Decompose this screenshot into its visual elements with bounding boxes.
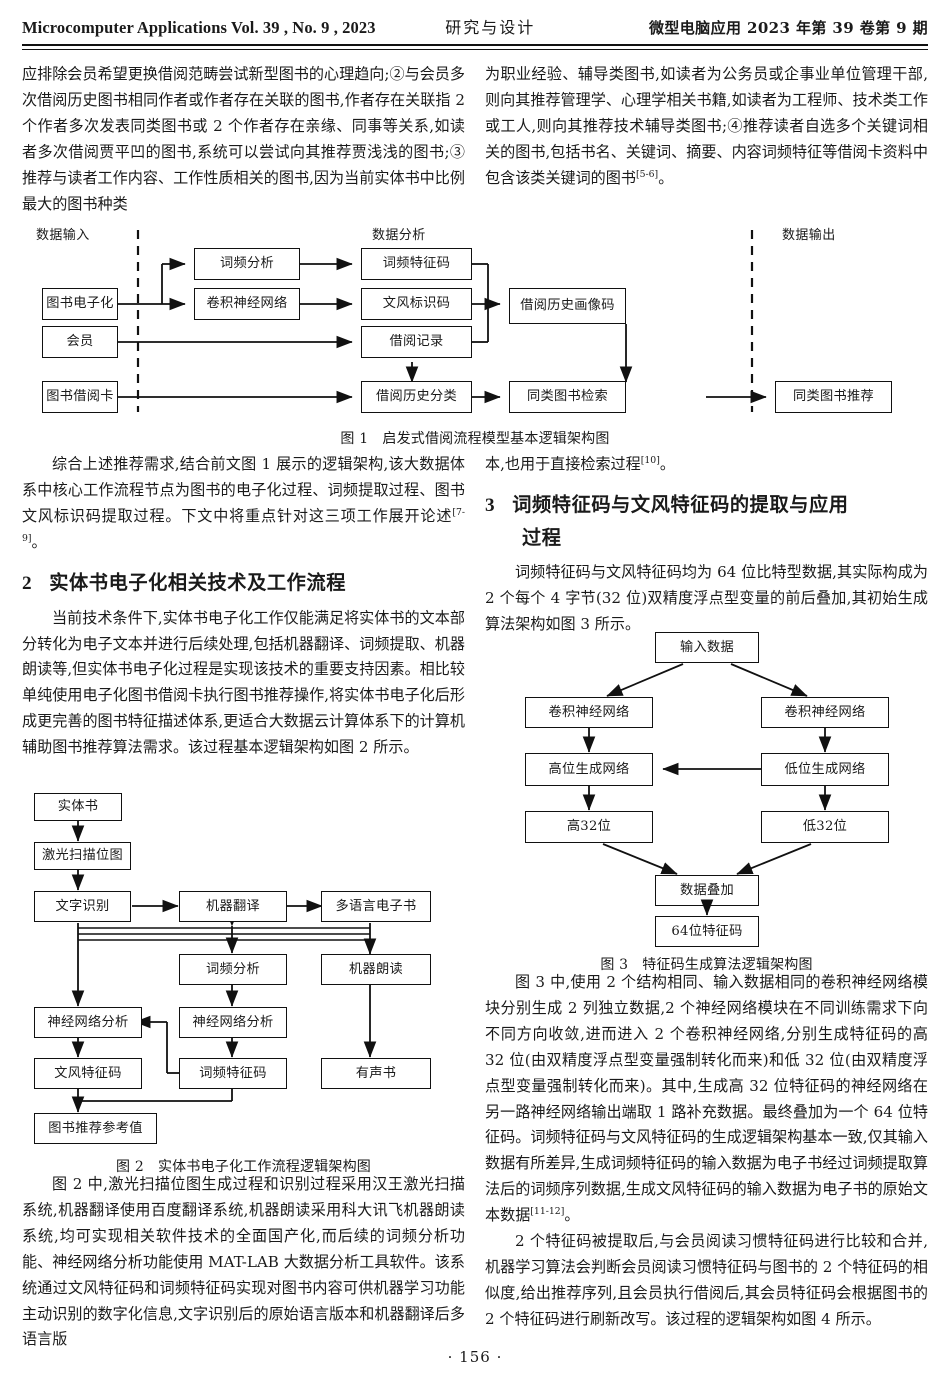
fig1-caption-text: 启发式借阅流程模型基本逻辑架构图	[382, 431, 610, 447]
figure-3: 输入数据 卷积神经网络 卷积神经网络 高位生成网络 低位生成网络 高32位 低3…	[485, 632, 928, 906]
section-name-cn: 研究与设计	[445, 18, 536, 37]
fig2-caption-text: 实体书电子化工作流程逻辑架构图	[157, 1159, 371, 1175]
left-column-top: 应排除会员希望更换借阅范畴尝试新型图书的心理趋向;②与会员多次借阅历史图书相同作…	[22, 62, 465, 217]
fig2-node-physical-book: 实体书	[34, 793, 122, 821]
fig1-node-word-freq-analysis: 词频分析	[194, 248, 300, 280]
section-2-number: 2	[22, 572, 33, 594]
fig2-node-multilang-ebook: 多语言电子书	[321, 891, 431, 922]
section-3-title-line1: 词频特征码与文风特征码的提取与应用	[512, 492, 849, 516]
para-text: 综合上述推荐需求,结合前文图 1 展示的逻辑架构,该大数据体系中核心工作流程节点…	[22, 455, 465, 525]
fig3-node-cnn-low: 卷积神经网络	[761, 697, 889, 728]
figure-3-caption-wrap: 图 3 特征码生成算法逻辑架构图	[485, 950, 928, 974]
journal-title-en: Microcomputer Applications Vol. 39 , No.…	[22, 18, 376, 37]
fig1-node-similar-search: 同类图书检索	[509, 381, 626, 413]
fig1-node-word-freq-code: 词频特征码	[361, 248, 472, 280]
fig3-node-data-stack: 数据叠加	[655, 875, 759, 906]
para-text: 为职业经验、辅导类图书,如读者为公务员或企事业单位管理干部,则向其推荐管理学、心…	[485, 65, 928, 187]
fig2-node-audiobook: 有声书	[321, 1058, 431, 1089]
right-column-top: 为职业经验、辅导类图书,如读者为公务员或企事业单位管理干部,则向其推荐管理学、心…	[485, 62, 928, 192]
fig1-node-library-card: 图书借阅卡	[42, 381, 118, 413]
figure-1: 数据输入 数据分析 数据输出 图书电子化 会员 图书借阅卡 词频分析 卷积神经网…	[22, 222, 928, 417]
left-column-bottom: 图 2 中,激光扫描位图生成过程和识别过程采用汉王激光扫描系统,机器翻译使用百度…	[22, 1172, 465, 1353]
figure-1-caption: 图 1 启发式借阅流程模型基本逻辑架构图	[22, 428, 928, 448]
figure-3-caption: 图 3 特征码生成算法逻辑架构图	[485, 954, 928, 974]
figure-3-tail: 64位特征码	[485, 899, 928, 947]
para-tail: 。	[659, 455, 675, 473]
fig1-node-member: 会员	[42, 326, 118, 358]
para-text: 本,也用于直接检索过程	[485, 455, 641, 473]
para-tail: 。	[658, 168, 674, 187]
fig3-node-input-data: 输入数据	[655, 632, 759, 663]
paragraph-top-right: 本,也用于直接检索过程[10]。	[485, 452, 928, 478]
running-head: Microcomputer Applications Vol. 39 , No.…	[22, 14, 928, 43]
journal-title-cn: 微型电脑应用 2023 年第 39 卷第 9 期	[648, 19, 928, 37]
paragraph-after-figure3: 图 3 中,使用 2 个结构相同、输入数据相同的卷积神经网络模块分别生成 2 列…	[485, 970, 928, 1229]
fig1-node-style-code: 文风标识码	[361, 288, 472, 320]
figure-1-connectors	[118, 230, 767, 412]
figure-2: 实体书 激光扫描位图 文字识别 机器翻译 多语言电子书 词频分析 机器朗读 神经…	[22, 793, 465, 1144]
header-rule	[22, 44, 928, 51]
figure-1-lane-label-output: 数据输出	[782, 228, 836, 243]
figure-3-connectors	[582, 663, 832, 875]
section-3-title-line2: 过程	[522, 525, 562, 549]
section-3-number: 3	[485, 494, 496, 516]
fig2-node-word-freq-feature-code: 词频特征码	[179, 1058, 287, 1089]
figure-2-connectors	[71, 821, 377, 1113]
right-column-bottom: 图 3 中,使用 2 个结构相同、输入数据相同的卷积神经网络模块分别生成 2 列…	[485, 970, 928, 1333]
fig2-node-style-feature-code: 文风特征码	[34, 1058, 142, 1089]
paragraph-last-right: 2 个特征码被提取后,与会员阅读习惯特征码进行比较和合并,机器学习算法会判断会员…	[485, 1232, 928, 1328]
figure-1-lane-label-analysis: 数据分析	[372, 228, 426, 243]
fig2-caption-num: 图 2	[116, 1159, 144, 1175]
paragraph-after-figure2: 图 2 中,激光扫描位图生成过程和识别过程采用汉王激光扫描系统,机器翻译使用百度…	[22, 1175, 465, 1349]
fig3-caption-text: 特征码生成算法逻辑架构图	[642, 957, 813, 973]
figure-1-caption-wrap: 图 1 启发式借阅流程模型基本逻辑架构图	[22, 424, 928, 448]
fig1-node-similar-recommend: 同类图书推荐	[775, 381, 892, 413]
figure-2-caption: 图 2 实体书电子化工作流程逻辑架构图	[22, 1156, 465, 1176]
reference-marker: [5-6]	[635, 168, 659, 180]
fig1-caption-num: 图 1	[340, 431, 369, 447]
section-2-heading: 2 实体书电子化相关技术及工作流程	[22, 567, 465, 600]
fig2-node-ocr: 文字识别	[34, 891, 131, 922]
figure-2-caption-wrap: 图 2 实体书电子化工作流程逻辑架构图	[22, 1152, 465, 1176]
paragraph-continued-right: 为职业经验、辅导类图书,如读者为公务员或企事业单位管理干部,则向其推荐管理学、心…	[485, 62, 928, 192]
reference-marker: [7-9]	[22, 506, 465, 544]
fig2-node-word-freq-analysis: 词频分析	[179, 954, 287, 985]
reference-marker: [10]	[640, 454, 660, 466]
fig3-node-64-bit-code: 64位特征码	[655, 916, 759, 947]
fig3-node-cnn-high: 卷积神经网络	[525, 697, 653, 728]
paragraph-continued-left: 应排除会员希望更换借阅范畴尝试新型图书的心理趋向;②与会员多次借阅历史图书相同作…	[22, 65, 465, 213]
fig2-node-laser-scan-bitmap: 激光扫描位图	[34, 842, 131, 870]
fig2-node-machine-translate: 机器翻译	[179, 891, 287, 922]
fig2-node-nn-analysis-mid: 神经网络分析	[179, 1007, 287, 1038]
figure-1-lane-label-input: 数据输入	[36, 228, 90, 243]
fig3-node-high-gen-net: 高位生成网络	[525, 753, 653, 786]
paragraph-section-2: 当前技术条件下,实体书电子化工作仅能满足将实体书的文本部分转化为电子文本并进行后…	[22, 608, 465, 757]
fig2-node-machine-read: 机器朗读	[321, 954, 431, 985]
page-number: · 156 ·	[447, 1348, 503, 1366]
reference-marker: [11-12]	[530, 1206, 565, 1218]
fig1-node-cnn: 卷积神经网络	[194, 288, 300, 320]
section-2-title: 实体书电子化相关技术及工作流程	[49, 570, 347, 594]
fig2-node-nn-analysis-left: 神经网络分析	[34, 1007, 142, 1038]
left-column-middle: 综合上述推荐需求,结合前文图 1 展示的逻辑架构,该大数据体系中核心工作流程节点…	[22, 452, 465, 761]
para-tail: 。	[31, 532, 47, 551]
fig1-node-history-class: 借阅历史分类	[361, 381, 472, 413]
fig2-node-recommend-reference: 图书推荐参考值	[34, 1113, 157, 1144]
fig3-node-low-gen-net: 低位生成网络	[761, 753, 889, 786]
section-3-heading: 3 词频特征码与文风特征码的提取与应用过程	[485, 489, 928, 554]
fig3-node-high-32-bit: 高32位	[525, 811, 653, 843]
paragraph-section-3: 词频特征码与文风特征码均为 64 位比特型数据,其实际构成为 2 个每个 4 字…	[485, 562, 928, 633]
para-tail: 。	[564, 1206, 580, 1225]
para-text: 图 3 中,使用 2 个结构相同、输入数据相同的卷积神经网络模块分别生成 2 列…	[485, 973, 928, 1225]
paragraph-after-figure1: 综合上述推荐需求,结合前文图 1 展示的逻辑架构,该大数据体系中核心工作流程节点…	[22, 452, 465, 556]
figure-3-tail-connectors	[700, 899, 714, 916]
fig3-caption-num: 图 3	[600, 957, 629, 973]
fig1-node-borrow-record: 借阅记录	[361, 326, 472, 358]
fig1-node-history-portrait-code: 借阅历史画像码	[509, 288, 626, 324]
fig1-node-book-digitize: 图书电子化	[42, 288, 118, 320]
fig3-node-low-32-bit: 低32位	[761, 811, 889, 843]
right-column-middle: 本,也用于直接检索过程[10]。 3 词频特征码与文风特征码的提取与应用过程 词频…	[485, 452, 928, 638]
